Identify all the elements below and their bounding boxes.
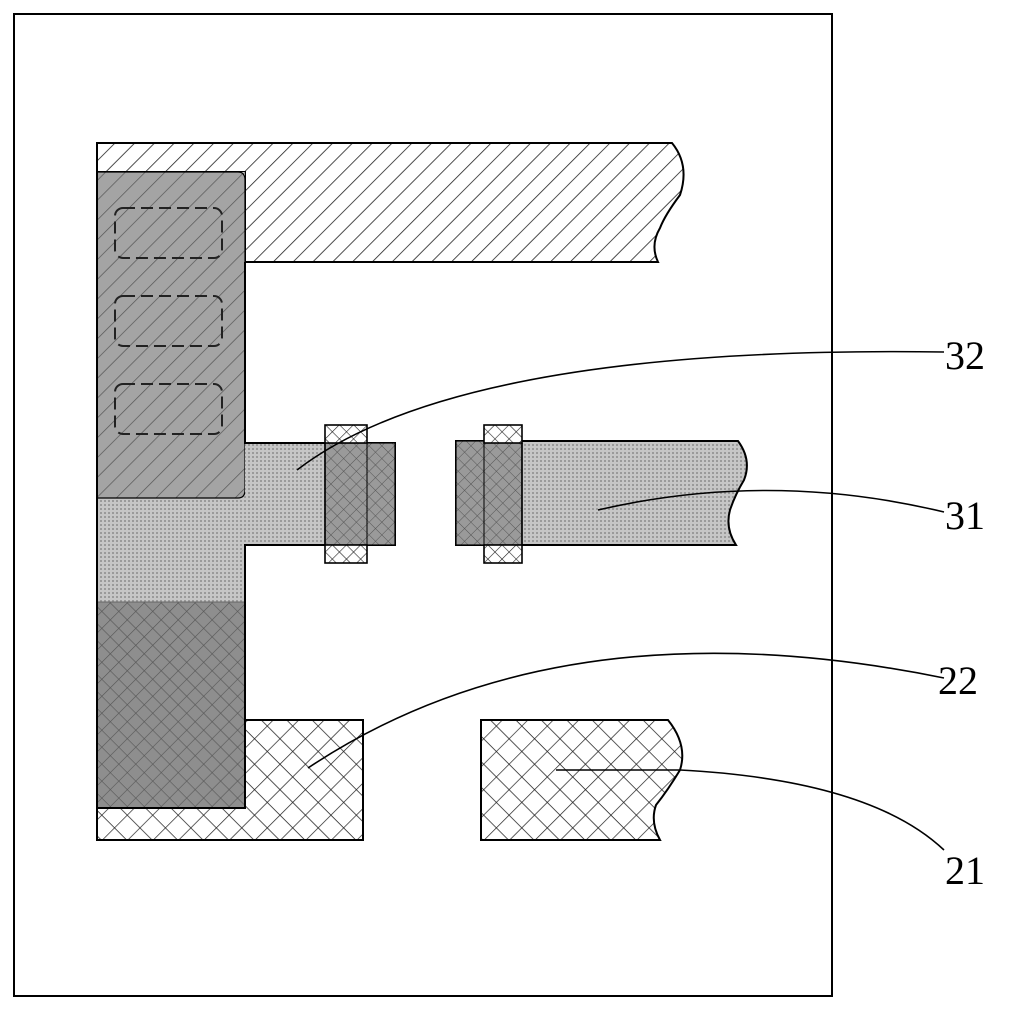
leader-line-31 bbox=[597, 489, 945, 513]
top-hatched-bar bbox=[96, 142, 685, 263]
dashed-box-2 bbox=[114, 295, 223, 347]
right-pad-bottom bbox=[483, 544, 523, 564]
bottom-right-crosshatch-21 bbox=[480, 719, 684, 841]
left-pad-top bbox=[324, 424, 368, 444]
right-contact-overlap bbox=[455, 440, 523, 546]
right-gray-electrode-31 bbox=[455, 440, 748, 546]
right-pad-top bbox=[483, 424, 523, 444]
label-21: 21 bbox=[945, 848, 985, 893]
lower-dark-crosshatch-region bbox=[97, 602, 245, 808]
left-pad-bottom bbox=[324, 544, 368, 564]
dashed-box-1 bbox=[114, 207, 223, 259]
leader-line-32 bbox=[296, 350, 945, 471]
label-31: 31 bbox=[945, 493, 985, 538]
left-contact-overlap bbox=[324, 442, 396, 546]
leader-line-22 bbox=[307, 652, 945, 769]
label-32: 32 bbox=[945, 333, 985, 378]
label-22: 22 bbox=[938, 658, 978, 703]
dashed-box-3 bbox=[114, 383, 223, 435]
leader-line-21 bbox=[556, 769, 945, 851]
